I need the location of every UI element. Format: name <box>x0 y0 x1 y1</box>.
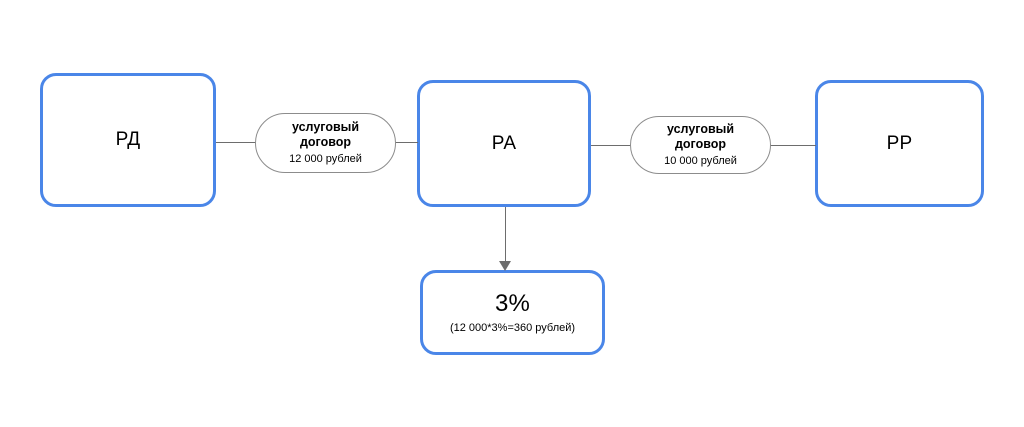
node-commission-formula: (12 000*3%=360 рублей) <box>449 321 576 334</box>
node-commission-percent: 3% <box>494 290 531 318</box>
node-rd[interactable]: РД <box>40 73 216 207</box>
node-commission[interactable]: 3% (12 000*3%=360 рублей) <box>420 270 605 355</box>
edge-label-right-line2: договор <box>674 137 727 152</box>
node-ra-label: РА <box>491 132 517 154</box>
connector-ra-to-fee <box>505 207 506 264</box>
arrowhead-icon <box>499 261 511 271</box>
edge-label-right-amount: 10 000 рублей <box>664 154 737 167</box>
edge-label-right[interactable]: услуговый договор 10 000 рублей <box>630 116 771 174</box>
connector-rd-to-left-label <box>216 142 256 143</box>
connector-left-label-to-ra <box>395 142 418 143</box>
edge-label-left-line1: услуговый <box>291 119 360 134</box>
edge-label-left-amount: 12 000 рублей <box>289 152 362 165</box>
edge-label-left-line2: договор <box>299 135 352 150</box>
edge-label-right-line1: услуговый <box>666 121 735 136</box>
node-rr[interactable]: РР <box>815 80 984 207</box>
node-ra[interactable]: РА <box>417 80 591 207</box>
connector-ra-to-right-label <box>591 145 631 146</box>
node-rr-label: РР <box>886 132 913 154</box>
node-rd-label: РД <box>115 129 141 151</box>
edge-label-left[interactable]: услуговый договор 12 000 рублей <box>255 113 396 173</box>
connector-right-label-to-rr <box>770 145 816 146</box>
